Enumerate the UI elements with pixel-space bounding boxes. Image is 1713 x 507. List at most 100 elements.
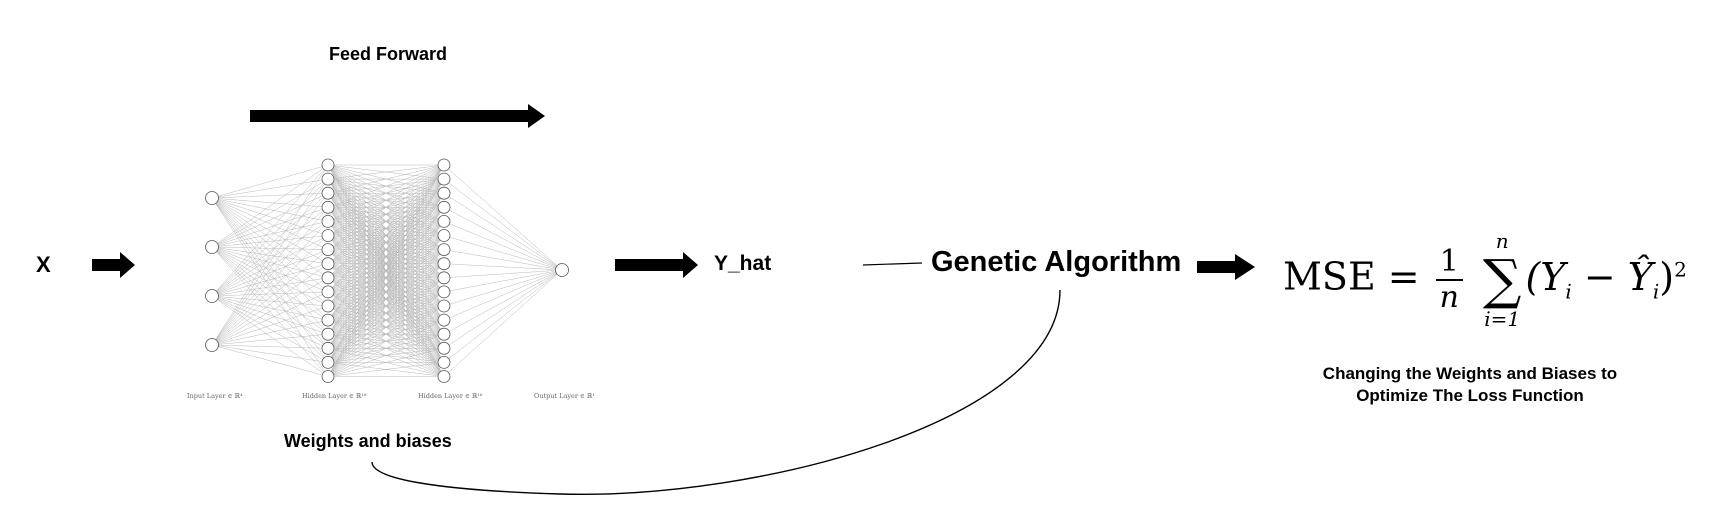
network-edge	[211, 344, 329, 363]
layer-label-input: Input Layer ∈ ℝ⁴	[187, 392, 243, 400]
summation: n ∑ i=1	[1483, 228, 1522, 332]
network-node	[321, 341, 335, 355]
network-node	[205, 191, 219, 205]
network-edge	[211, 291, 329, 346]
network-edge	[443, 221, 563, 271]
network-node	[321, 186, 335, 200]
network-edge	[327, 164, 445, 363]
network-node	[321, 243, 335, 257]
mse-equals: =	[1387, 254, 1420, 299]
output-label: Y_hat	[714, 252, 772, 275]
network-edge	[327, 263, 445, 377]
caption-line-1: Changing the Weights and Biases to	[1322, 364, 1618, 383]
network-edge	[211, 197, 329, 208]
network-edge	[443, 207, 563, 271]
network-node	[321, 172, 335, 186]
network-node	[437, 158, 451, 172]
network-node	[321, 355, 335, 369]
network-node	[437, 299, 451, 313]
network-edge	[327, 362, 445, 377]
network-edge	[211, 197, 329, 363]
network-edge	[327, 207, 445, 377]
network-edge	[443, 269, 563, 321]
network-edge	[327, 164, 445, 349]
network-edge	[211, 277, 329, 297]
network-edge	[211, 221, 329, 248]
term-minus: −	[1571, 254, 1628, 299]
network-edge	[211, 178, 329, 346]
network-edge	[211, 344, 329, 377]
mse-fraction: 1 n	[1435, 245, 1463, 315]
network-edge	[211, 178, 329, 199]
network-edge	[211, 235, 329, 297]
network-edge	[211, 249, 329, 346]
network-edge	[443, 269, 563, 279]
network-node	[437, 200, 451, 214]
network-edge	[327, 164, 445, 180]
network-edge	[211, 246, 329, 363]
network-edge	[211, 178, 329, 248]
network-edge	[211, 164, 329, 297]
network-node	[437, 229, 451, 242]
network-edge	[211, 263, 329, 297]
network-node	[437, 271, 451, 285]
network-edge	[211, 305, 329, 346]
input-label: X	[36, 252, 51, 277]
network-edge	[327, 164, 445, 236]
network-node	[321, 271, 335, 285]
network-node	[321, 313, 335, 327]
network-edge	[211, 333, 329, 346]
network-edge	[327, 164, 445, 278]
network-edge	[211, 207, 329, 297]
ga-to-mse-arrow	[1197, 254, 1255, 280]
genetic-algorithm-label: Genetic Algorithm	[931, 246, 1182, 278]
network-edge	[211, 221, 329, 346]
network-edge	[211, 197, 329, 321]
network-node	[205, 289, 219, 303]
layer-label-hidden-2: Hidden Layer ∈ ℝ¹⁶	[418, 392, 483, 400]
network-edges	[211, 164, 563, 377]
network-edge	[443, 249, 563, 271]
network-edge	[327, 164, 445, 264]
network-node	[437, 355, 451, 369]
output-arrow	[615, 252, 698, 278]
network-edge	[211, 295, 329, 335]
network-edge	[211, 207, 329, 346]
weights-and-biases-label: Weights and biases	[284, 431, 452, 451]
network-edge	[211, 295, 329, 349]
network-edge	[211, 235, 329, 346]
network-edge	[327, 193, 445, 377]
network-edge	[211, 197, 329, 250]
network-node	[437, 327, 451, 341]
feed-forward-label: Feed Forward	[329, 44, 448, 64]
feedback-curve	[371, 289, 1061, 496]
network-edge	[327, 291, 445, 377]
network-edge	[327, 319, 445, 377]
sum-upper-limit: n	[1495, 229, 1509, 253]
network-edge	[327, 164, 445, 222]
network-edge	[211, 192, 329, 248]
network-node	[437, 243, 451, 257]
network-node	[321, 327, 335, 341]
network-edge	[211, 221, 329, 297]
network-edge	[211, 295, 329, 363]
network-edge	[327, 164, 445, 335]
network-edge	[443, 192, 563, 271]
network-edge	[211, 263, 329, 346]
network-node	[437, 172, 451, 186]
network-node	[555, 263, 569, 277]
network-edge	[443, 263, 563, 271]
network-edge	[443, 269, 563, 363]
network-edge	[211, 197, 329, 377]
layer-label-hidden-1: Hidden Layer ∈ ℝ¹⁶	[302, 392, 367, 400]
sum-lower-limit: i=1	[1484, 307, 1521, 331]
network-edge	[327, 178, 445, 377]
network-node	[321, 299, 335, 313]
fraction-numerator: 1	[1435, 245, 1463, 281]
network-edge	[211, 319, 329, 346]
network-node	[437, 341, 451, 355]
network-edge	[443, 178, 563, 271]
network-node	[437, 186, 451, 200]
network-edge	[327, 164, 445, 208]
